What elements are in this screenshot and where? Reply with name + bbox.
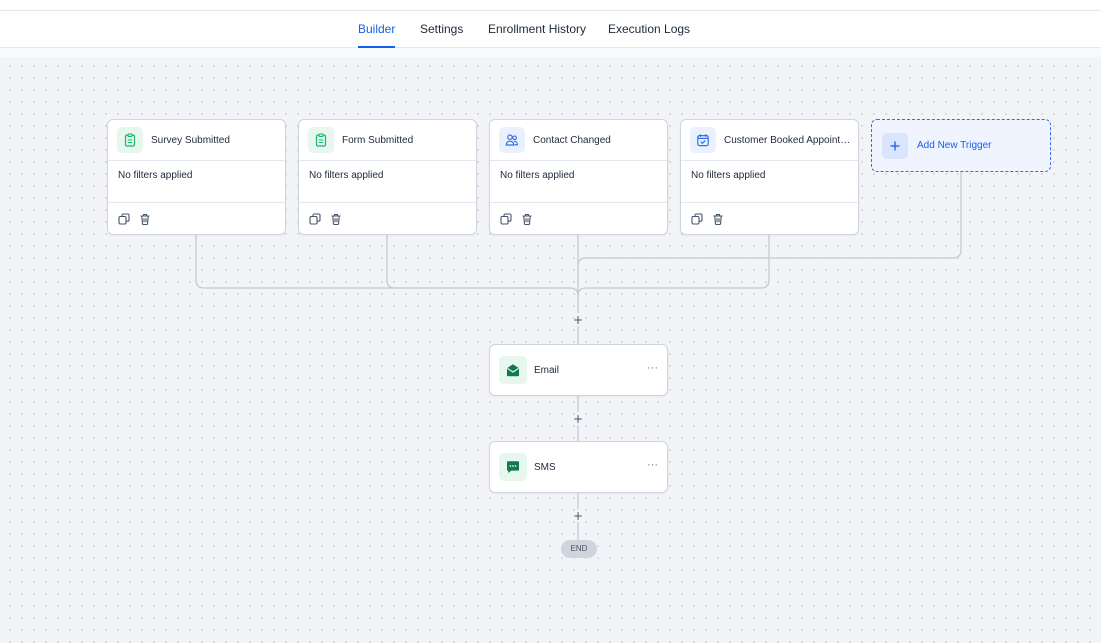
trash-icon[interactable] xyxy=(329,212,342,225)
end-node: END xyxy=(561,540,597,558)
trigger-card-customer-booked-appointment[interactable]: Customer Booked Appointme... No filters … xyxy=(680,119,859,235)
copy-icon[interactable] xyxy=(499,212,512,225)
clipboard-icon xyxy=(308,127,334,153)
trigger-card-form-submitted[interactable]: Form Submitted No filters applied xyxy=(298,119,477,235)
plus-icon xyxy=(882,132,908,159)
trigger-card-footer xyxy=(490,203,667,234)
copy-icon[interactable] xyxy=(308,212,321,225)
add-new-trigger-label: Add New Trigger xyxy=(917,140,992,151)
copy-icon[interactable] xyxy=(117,212,130,225)
trigger-card-header: Survey Submitted xyxy=(108,120,285,161)
trash-icon[interactable] xyxy=(138,212,151,225)
trigger-card-footer xyxy=(108,203,285,234)
tab-enrollment-history[interactable]: Enrollment History xyxy=(488,22,587,36)
more-options-icon[interactable]: ··· xyxy=(647,459,658,471)
tab-execution-logs[interactable]: Execution Logs xyxy=(608,22,691,36)
trigger-filters: No filters applied xyxy=(490,161,667,203)
email-icon xyxy=(499,356,527,384)
trigger-card-footer xyxy=(681,203,858,234)
sms-icon xyxy=(499,453,527,481)
action-label: Email xyxy=(534,364,560,376)
action-card-email[interactable]: Email ··· xyxy=(489,344,668,396)
trigger-title: Form Submitted xyxy=(342,134,414,146)
add-new-trigger-button[interactable]: Add New Trigger xyxy=(871,119,1051,172)
tab-settings[interactable]: Settings xyxy=(420,22,464,36)
trigger-card-contact-changed[interactable]: Contact Changed No filters applied xyxy=(489,119,668,235)
trash-icon[interactable] xyxy=(711,212,724,225)
trigger-filters: No filters applied xyxy=(108,161,285,203)
trigger-filters: No filters applied xyxy=(299,161,476,203)
calendar-check-icon xyxy=(690,127,716,153)
tab-builder[interactable]: Builder xyxy=(358,11,396,48)
trigger-filters: No filters applied xyxy=(681,161,858,203)
toolbar-gap xyxy=(0,48,1101,57)
top-strip xyxy=(0,0,1101,11)
more-options-icon[interactable]: ··· xyxy=(647,362,658,374)
add-step-button[interactable]: + xyxy=(572,313,584,327)
trigger-card-survey-submitted[interactable]: Survey Submitted No filters applied xyxy=(107,119,286,235)
trigger-title: Contact Changed xyxy=(533,134,611,146)
trash-icon[interactable] xyxy=(520,212,533,225)
users-icon xyxy=(499,127,525,153)
action-label: SMS xyxy=(534,461,556,473)
tab-bar: Builder Settings Enrollment History Exec… xyxy=(0,11,1101,48)
clipboard-icon xyxy=(117,127,143,153)
trigger-card-footer xyxy=(299,203,476,234)
action-card-sms[interactable]: SMS ··· xyxy=(489,441,668,493)
trigger-title: Customer Booked Appointme... xyxy=(724,134,856,146)
trigger-card-header: Contact Changed xyxy=(490,120,667,161)
trigger-title: Survey Submitted xyxy=(151,134,230,146)
copy-icon[interactable] xyxy=(690,212,703,225)
add-step-button[interactable]: + xyxy=(572,509,584,523)
add-step-button[interactable]: + xyxy=(572,412,584,426)
trigger-card-header: Form Submitted xyxy=(299,120,476,161)
trigger-card-header: Customer Booked Appointme... xyxy=(681,120,858,161)
